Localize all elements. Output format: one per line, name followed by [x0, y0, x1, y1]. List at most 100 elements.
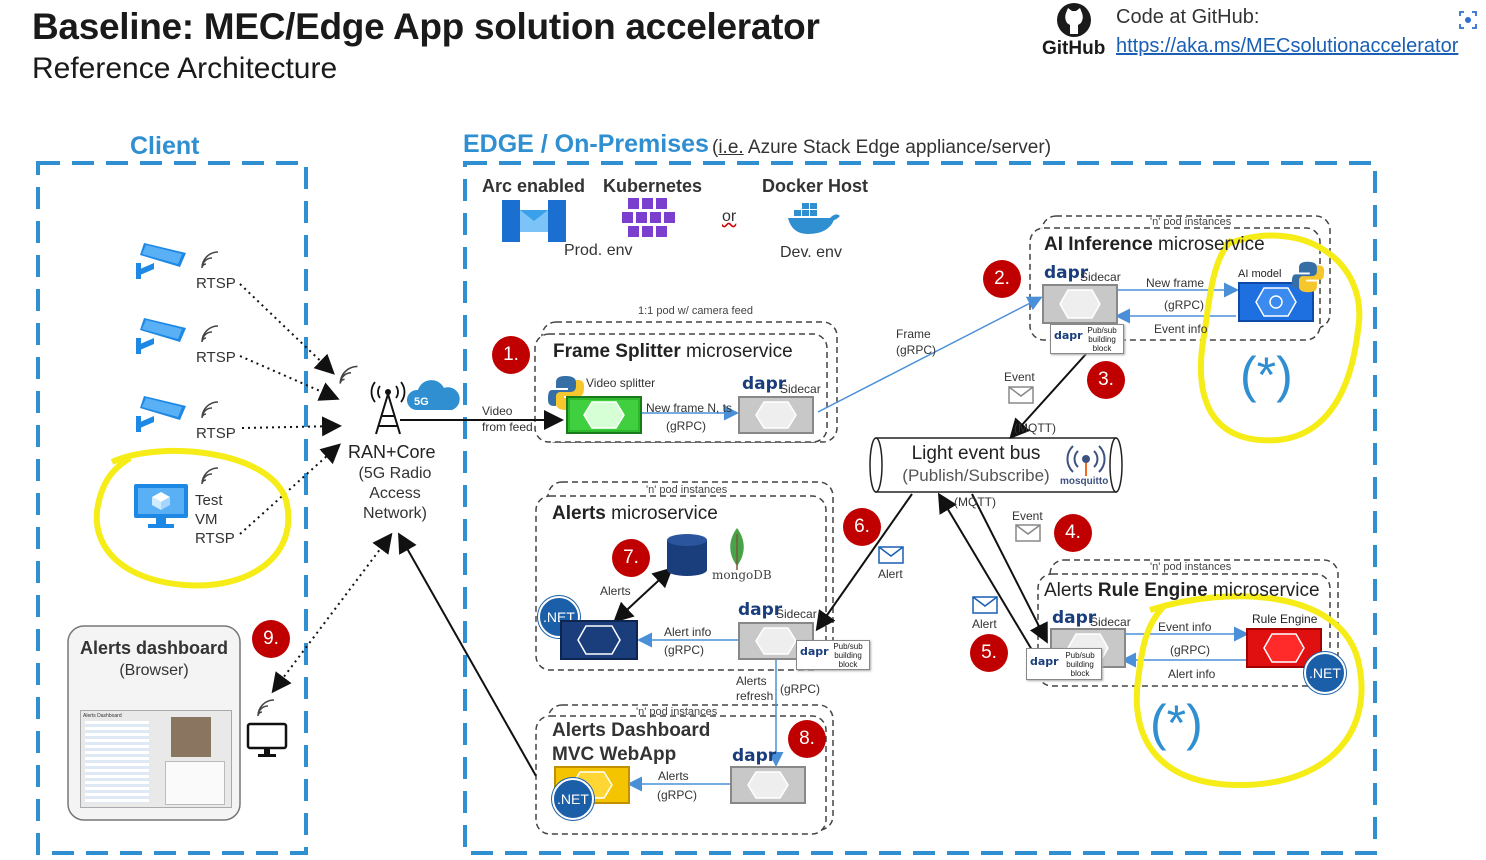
- highlight-ai-model: [1197, 232, 1363, 444]
- frame-splitter-title: Frame Splitter microservice: [553, 341, 793, 363]
- dapr-sidecar-module: [730, 766, 806, 804]
- ai-grpc-label: (gRPC): [1164, 298, 1205, 312]
- edge-subtitle: (i.e. Azure Stack Edge appliance/server): [712, 137, 1051, 159]
- arc-enabled-label: Arc enabled: [482, 176, 586, 196]
- step-badge-1: 1.: [492, 336, 530, 374]
- event-bus-title: Light event bus: [911, 443, 1041, 464]
- alerts-title-rest: microservice: [605, 503, 718, 524]
- pubsub-building-block: dapr Pub/sub building block: [796, 640, 870, 670]
- dapr-sidecar-module: [1042, 284, 1118, 324]
- rule-engine-title-rest: microservice: [1207, 580, 1320, 601]
- alerts-service-module: [560, 620, 638, 660]
- new-frame-label: New frame N, ts: [646, 401, 733, 415]
- alerts-refresh-label: Alerts: [736, 674, 767, 688]
- dashboard-thumbnail: Alerts Dashboard: [80, 710, 232, 808]
- ai-new-frame-label: New frame: [1146, 276, 1205, 290]
- dashboard-app-pod-note: 'n' pod instances: [636, 706, 718, 718]
- kubernetes-icon: [622, 198, 675, 237]
- alerts-grpc-label: (gRPC): [664, 643, 705, 657]
- test-vm-label: VM: [195, 511, 218, 528]
- rule-engine-replaceable-marker: (*): [1150, 695, 1203, 751]
- python-icon: [548, 376, 584, 410]
- page-subtitle: Reference Architecture: [32, 52, 338, 85]
- alerts-pod-note: 'n' pod instances: [646, 484, 728, 496]
- mongodb-leaf-icon: [730, 528, 744, 570]
- github-wordmark: GitHub: [1042, 38, 1106, 59]
- step-badge-8: 8.: [788, 720, 826, 758]
- step-badge-6: 6.: [843, 508, 881, 546]
- github-link[interactable]: https://aka.ms/MECsolutionaccelerator: [1116, 35, 1459, 57]
- dapr-logo: dapr: [732, 746, 777, 766]
- frame-label: Frame: [896, 327, 931, 341]
- edge-subtitle-paren: (: [712, 137, 719, 158]
- envelope-icon: [878, 546, 904, 564]
- edge-title: EDGE / On-Premises: [463, 130, 709, 158]
- dapr-sidecar-module: [738, 396, 814, 434]
- from-feed-label: from feed: [482, 420, 533, 434]
- camera-icon: [136, 396, 186, 432]
- ai-inference-title-bold: AI Inference: [1044, 234, 1153, 255]
- dapr-logo: dapr: [800, 645, 829, 658]
- mosquitto-label: mosquitto: [1060, 476, 1109, 487]
- monitor-icon: [246, 722, 288, 757]
- dotnet-icon: .NET: [1304, 652, 1346, 694]
- dashboard-app-subtitle: MVC WebApp: [552, 744, 677, 765]
- page-title: Baseline: MEC/Edge App solution accelera…: [32, 6, 820, 47]
- ran-line2: Access: [369, 485, 421, 502]
- azure-arc-icon: [502, 200, 566, 242]
- rule-engine-sidecar-label: Sidecar: [1090, 615, 1131, 629]
- camera-icon: [136, 318, 186, 354]
- pubsub-building-block: dapr Pub/sub building block: [1026, 648, 1102, 680]
- highlight-test-vm: [93, 447, 292, 589]
- wireless-icon: [201, 467, 219, 485]
- mongodb-label: mongoDB: [712, 568, 772, 582]
- video-splitter-label: Video splitter: [586, 376, 656, 390]
- mqtt-label: (MQTT): [1014, 421, 1056, 435]
- frame-splitter-grpc: (gRPC): [666, 419, 707, 433]
- frame-splitter-title-rest: microservice: [680, 341, 793, 362]
- pubsub-label: Pub/sub building block: [1065, 651, 1095, 678]
- or-label: or: [722, 208, 737, 225]
- edge-subtitle-ie: i.e.: [718, 137, 744, 158]
- ran-line1: (5G Radio: [358, 465, 432, 482]
- step-badge-7: 7.: [612, 539, 650, 577]
- bus-event-label: Event: [1012, 509, 1043, 523]
- test-vm-label: Test: [195, 492, 223, 509]
- alert-info-label: Alert info: [664, 625, 712, 639]
- ai-inference-title-rest: microservice: [1152, 234, 1265, 255]
- step-badge-4: 4.: [1054, 514, 1092, 552]
- cloud-5g-icon: [406, 380, 460, 410]
- github-icon: [1057, 3, 1091, 37]
- wireless-icon: [201, 251, 219, 269]
- alerts-dashboard-title: Alerts dashboard: [79, 638, 229, 658]
- 5g-badge: 5G: [414, 396, 429, 408]
- highlight-rule-engine: [1133, 593, 1365, 789]
- ai-model-label: AI model: [1238, 268, 1282, 280]
- rule-engine-pod-note: 'n' pod instances: [1150, 561, 1232, 573]
- dotnet-icon: .NET: [552, 778, 594, 820]
- ai-sidecar-label: Sidecar: [1080, 270, 1121, 284]
- mqtt-label: (MQTT): [954, 495, 996, 509]
- envelope-icon: [1008, 386, 1034, 404]
- rtsp-label: RTSP: [196, 349, 236, 366]
- ai-event-info-label: Event info: [1154, 322, 1208, 336]
- alerts-refresh-grpc: (gRPC): [780, 682, 821, 696]
- dashboard-thumb-detail: [165, 761, 225, 805]
- ran-line3: Network): [362, 505, 427, 522]
- edge-boundary: [463, 161, 1377, 855]
- screenshot-icon[interactable]: [1458, 10, 1478, 30]
- ai-pod-note: 'n' pod instances: [1150, 216, 1232, 228]
- alerts-refresh-label: refresh: [736, 689, 774, 703]
- docker-host-label: Docker Host: [762, 176, 869, 196]
- camera-icon: [136, 243, 186, 279]
- frame-splitter-box: [541, 321, 838, 443]
- step-badge-3: 3.: [1087, 361, 1125, 399]
- rtsp-label: RTSP: [196, 425, 236, 442]
- cell-tower-icon: [370, 381, 406, 435]
- pubsub-label: Pub/sub building block: [833, 642, 863, 669]
- alert-message-label: Alert: [972, 617, 997, 631]
- step-badge-2: 2.: [983, 260, 1021, 298]
- rule-engine-title: Alerts Rule Engine microservice: [1044, 580, 1320, 602]
- sidecar-label: Sidecar: [780, 382, 821, 396]
- rule-alert-info-label: Alert info: [1168, 667, 1216, 681]
